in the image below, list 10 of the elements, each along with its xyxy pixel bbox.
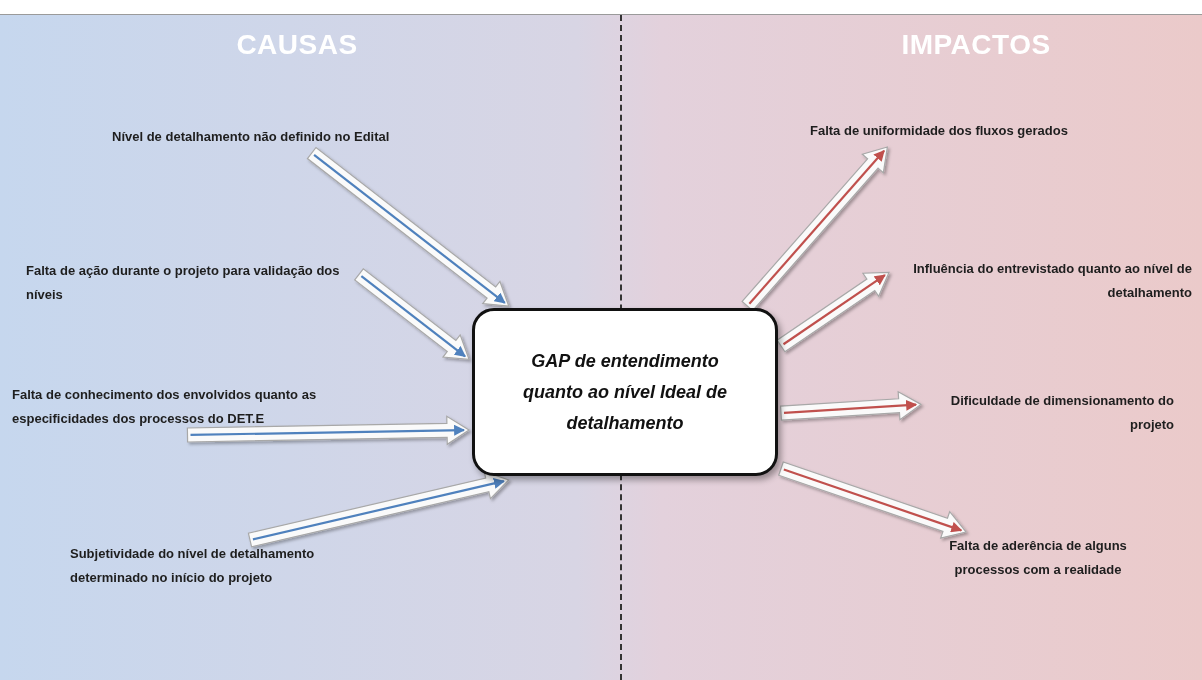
impact-text: Dificuldade de dimensionamento do projeto [924, 389, 1174, 437]
central-box [472, 308, 778, 476]
cause-text: Nível de detalhamento não definido no Edital [112, 125, 390, 149]
impact-text: Falta de aderência de alguns processos com a realidade [918, 534, 1158, 582]
impact-text: Falta de uniformidade dos fluxos gerados [810, 119, 1068, 143]
cause-text: Falta de ação durante o projeto para validação dos níveis [26, 259, 356, 307]
box-text: GAP de entendimento quanto ao nível Ideal de detalhamento [521, 349, 728, 435]
cause-text: Falta de conhecimento dos envolvidos quanto as especificidades dos processos do DET.E [12, 383, 402, 431]
cause-text: Subjetividade do nível de detalhamento determinado no início do projeto [70, 542, 370, 590]
impact-text: Influência do entrevistado quanto ao nível de detalhamento [892, 257, 1192, 305]
